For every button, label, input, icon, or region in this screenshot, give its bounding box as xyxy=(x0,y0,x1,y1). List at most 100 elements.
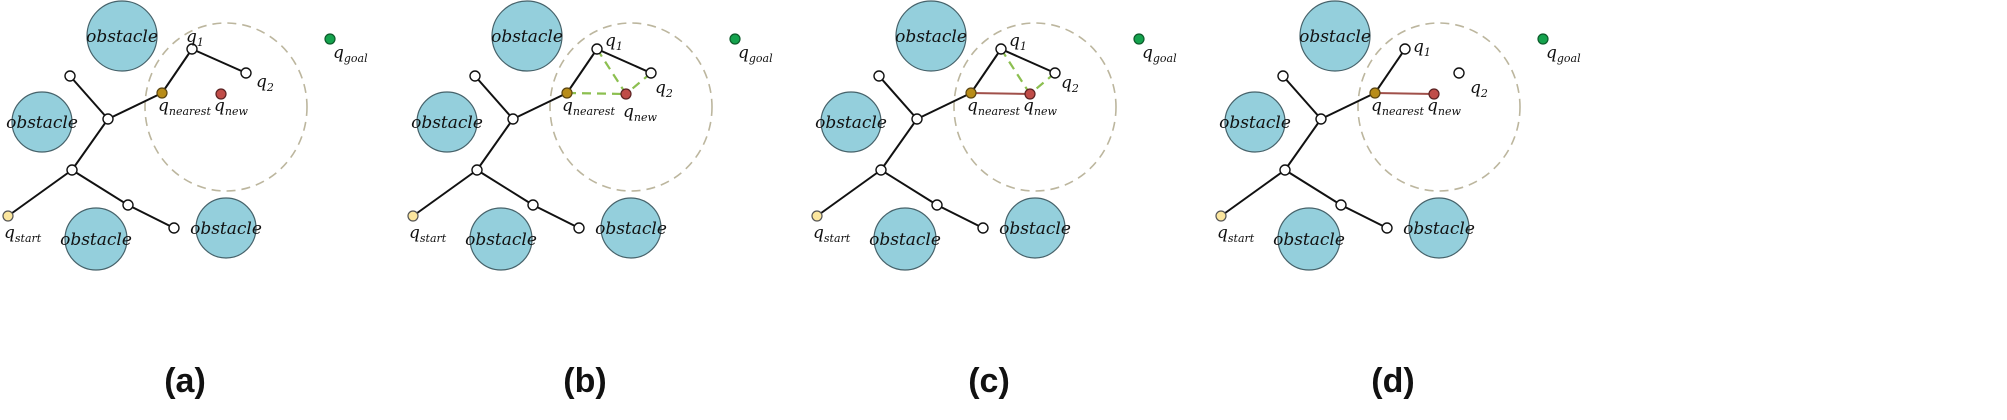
node-q1 xyxy=(1399,43,1411,55)
label-q-nearest: qnearest xyxy=(562,96,615,118)
tree-node xyxy=(573,222,585,234)
obstacle-label: obstacle xyxy=(1299,27,1371,47)
node-q-start xyxy=(407,210,419,222)
branch-edges xyxy=(161,48,247,94)
search-radius-circle xyxy=(953,22,1117,192)
tree-node xyxy=(875,164,887,176)
panel-a: obstacle obstacle obstacle obstacle xyxy=(2,0,368,400)
obstacle-left xyxy=(416,91,478,153)
obstacle-bottom xyxy=(873,207,937,271)
obstacle-label: obstacle xyxy=(1273,230,1345,250)
obstacle-label: obstacle xyxy=(815,113,887,133)
label-q-new: qnew xyxy=(1427,96,1461,118)
obstacle-top xyxy=(86,0,158,72)
tree-node xyxy=(102,113,114,125)
node-q1 xyxy=(995,43,1007,55)
tree-node xyxy=(471,164,483,176)
new-edge xyxy=(970,92,1031,95)
node-q-goal xyxy=(729,33,741,45)
obstacles: obstacle obstacle obstacle obstacle xyxy=(6,0,262,271)
label-q-new: qnew xyxy=(214,96,248,118)
label-q2: q2 xyxy=(1061,73,1079,95)
tree-node xyxy=(931,199,943,211)
obstacle-label: obstacle xyxy=(999,219,1071,239)
node-labels: q1 q2 qnearest qnew qstart qgoal xyxy=(1217,37,1581,245)
panel-caption: (a) xyxy=(164,362,206,400)
obstacle-right xyxy=(600,197,662,259)
node-q2 xyxy=(240,67,252,79)
label-q2: q2 xyxy=(256,72,274,94)
search-radius-circle xyxy=(144,22,308,192)
obstacle-label: obstacle xyxy=(190,219,262,239)
obstacle-bottom xyxy=(469,207,533,271)
new-edge xyxy=(1374,92,1435,95)
obstacle-bottom xyxy=(1277,207,1341,271)
obstacle-left xyxy=(1224,91,1286,153)
node-q1 xyxy=(186,43,198,55)
obstacle-label: obstacle xyxy=(869,230,941,250)
tree-nodes xyxy=(811,33,1145,234)
obstacle-label: obstacle xyxy=(1403,219,1475,239)
obstacle-right xyxy=(1004,197,1066,259)
label-q-new: qnew xyxy=(1023,96,1057,118)
label-q-start: qstart xyxy=(409,223,447,245)
node-q-goal xyxy=(1537,33,1549,45)
node-q2 xyxy=(1453,67,1465,79)
tree-nodes xyxy=(407,33,741,234)
label-q-goal: qgoal xyxy=(333,43,368,65)
panel-caption: (c) xyxy=(968,362,1010,400)
node-q2 xyxy=(645,67,657,79)
node-q-new xyxy=(1024,88,1036,100)
obstacle-top xyxy=(895,0,967,72)
search-radius-circle xyxy=(1357,22,1521,192)
node-q-start xyxy=(2,210,14,222)
obstacle-label: obstacle xyxy=(60,230,132,250)
panel-caption: (d) xyxy=(1371,362,1414,400)
label-q-nearest: qnearest xyxy=(158,96,211,118)
node-q-nearest xyxy=(965,87,977,99)
branch-edges xyxy=(1374,48,1406,94)
obstacle-label: obstacle xyxy=(86,27,158,47)
node-q1 xyxy=(591,43,603,55)
label-q-start: qstart xyxy=(813,223,851,245)
branch-edges xyxy=(970,48,1056,94)
tree-node xyxy=(977,222,989,234)
tree-node xyxy=(64,70,76,82)
node-labels: q1 q2 qnearest qnew qstart qgoal xyxy=(4,27,368,245)
node-q-start xyxy=(1215,210,1227,222)
obstacle-right xyxy=(1408,197,1470,259)
node-q-nearest xyxy=(1369,87,1381,99)
branch-edges xyxy=(566,48,652,94)
node-q-new xyxy=(215,88,227,100)
obstacle-left xyxy=(11,91,73,153)
obstacles: obstacle obstacle obstacle obstacle xyxy=(411,0,667,271)
label-q-nearest: qnearest xyxy=(967,96,1020,118)
obstacle-label: obstacle xyxy=(491,27,563,47)
panel-caption: (b) xyxy=(563,362,606,400)
tree-node xyxy=(1315,113,1327,125)
panel-d: obstacle obstacle obstacle obstacle xyxy=(1215,0,1581,400)
tree-node xyxy=(66,164,78,176)
node-q-start xyxy=(811,210,823,222)
label-q-nearest: qnearest xyxy=(1371,96,1424,118)
tree-node xyxy=(873,70,885,82)
obstacles: obstacle obstacle obstacle obstacle xyxy=(815,0,1071,271)
node-q-new xyxy=(620,88,632,100)
obstacle-label: obstacle xyxy=(411,113,483,133)
label-q1: q1 xyxy=(605,31,623,53)
node-q-nearest xyxy=(561,87,573,99)
obstacle-left xyxy=(820,91,882,153)
obstacle-top xyxy=(491,0,563,72)
node-q-new xyxy=(1428,88,1440,100)
obstacles: obstacle obstacle obstacle obstacle xyxy=(1219,0,1475,271)
label-q-goal: qgoal xyxy=(738,43,773,65)
label-q-start: qstart xyxy=(4,223,42,245)
obstacle-label: obstacle xyxy=(465,230,537,250)
candidate-edges xyxy=(566,48,652,96)
label-q1: q1 xyxy=(1413,37,1431,59)
label-q2: q2 xyxy=(655,78,673,100)
node-labels: q1 q2 qnearest qnew qstart qgoal xyxy=(409,31,773,245)
node-labels: q1 q2 qnearest qnew qstart qgoal xyxy=(813,31,1177,245)
node-q2 xyxy=(1049,67,1061,79)
panel-b: obstacle obstacle obstacle obstacle xyxy=(407,0,773,400)
